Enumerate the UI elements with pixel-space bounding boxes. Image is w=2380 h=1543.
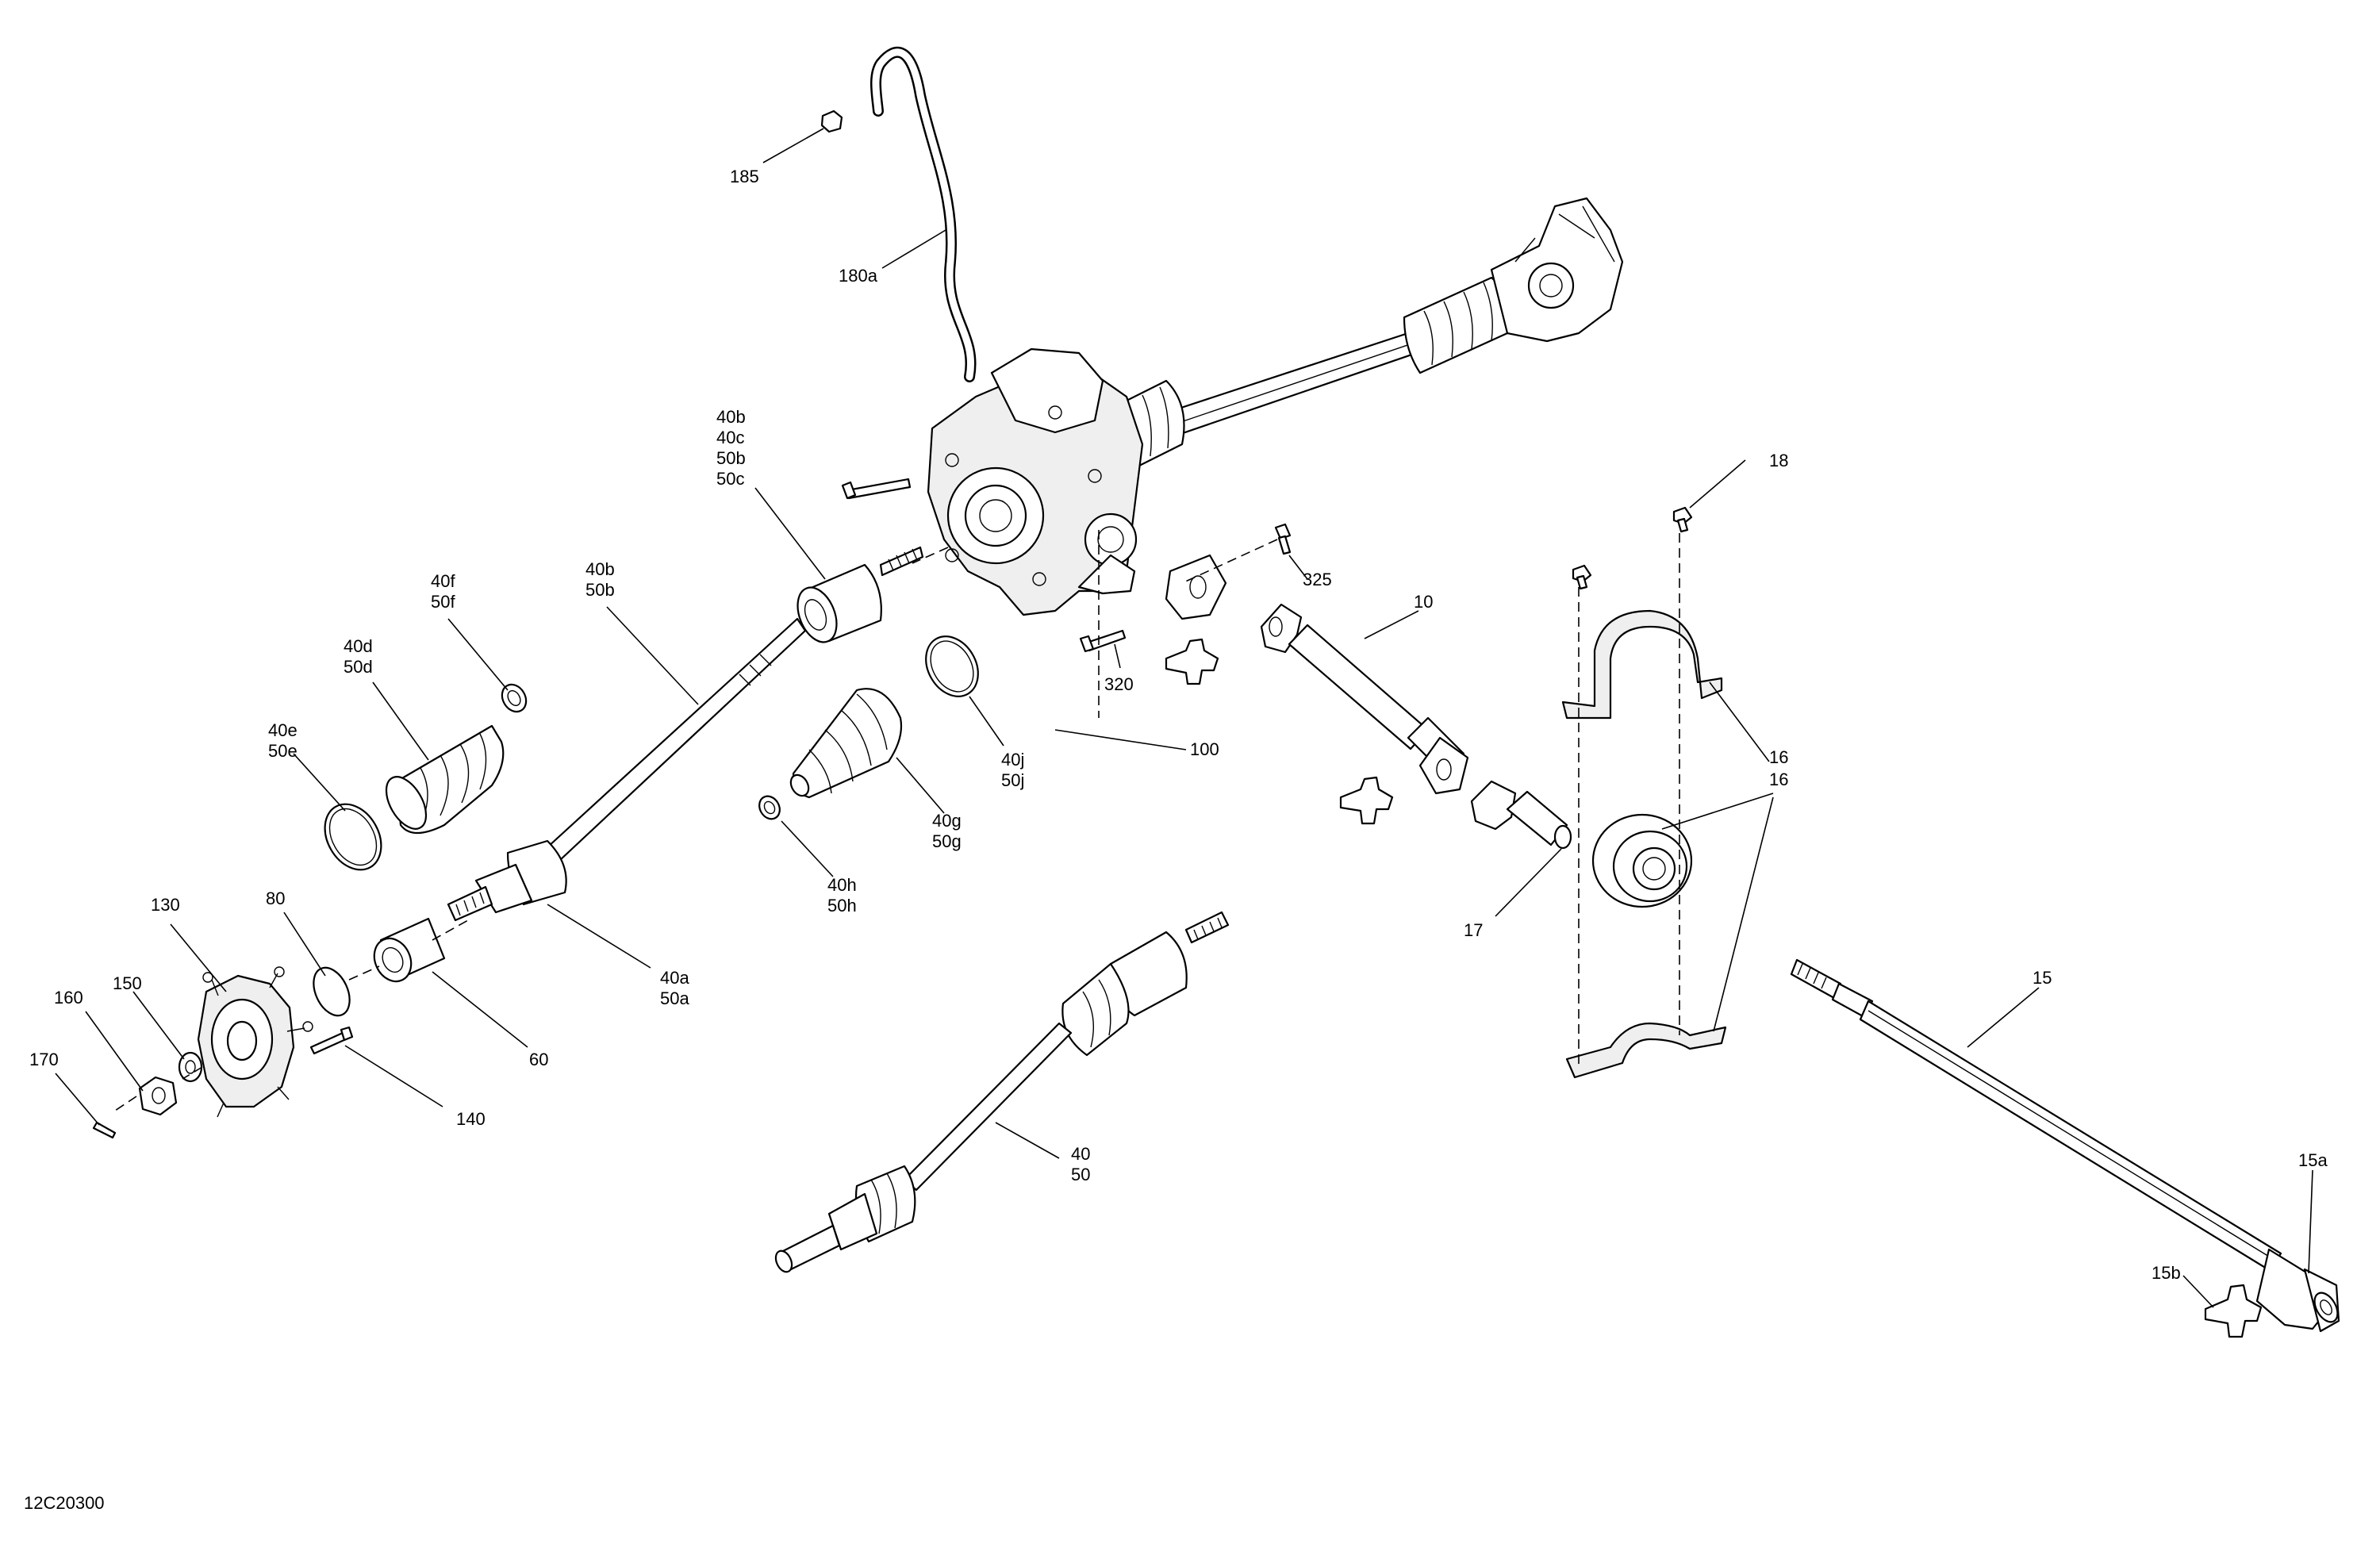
part-40-complete-axle	[774, 911, 1230, 1273]
part-15b-u-joint-cross	[2204, 1284, 2263, 1338]
diagram-code: 12C20300	[24, 1493, 105, 1513]
part-140-stud	[309, 1026, 354, 1055]
leader-lines	[55, 128, 2313, 1308]
callout-60: 60	[529, 1050, 548, 1069]
callout-17: 17	[1464, 920, 1483, 940]
part-upper-drive-shaft	[1101, 197, 1624, 478]
part-u-joint-cross	[1165, 638, 1219, 685]
callout-325: 325	[1303, 570, 1332, 589]
part-40h-clamp	[758, 795, 781, 820]
callout-320: 320	[1104, 674, 1134, 694]
callout-150: 150	[113, 973, 142, 993]
part-differential	[927, 347, 1144, 616]
callout-15b: 15b	[2152, 1263, 2181, 1283]
part-u-joint-cross-lower	[1339, 776, 1394, 825]
callout-40f-50f: 40f 50f	[431, 571, 460, 612]
callout-140: 140	[456, 1109, 486, 1129]
callout-40d-50d: 40d 50d	[344, 636, 378, 677]
callout-185: 185	[730, 167, 759, 186]
callout-80: 80	[266, 889, 285, 908]
part-40g-boot	[789, 688, 903, 799]
part-diff-bolt	[841, 478, 912, 500]
callout-10: 10	[1414, 592, 1433, 612]
alignment-lines	[114, 530, 1680, 1111]
part-325-bolt	[1274, 523, 1292, 555]
callout-18: 18	[1769, 451, 1788, 470]
callout-40a-50a: 40a 50a	[660, 968, 694, 1008]
callout-40g-50g: 40g 50g	[932, 811, 966, 851]
callout-16-upper: 16	[1769, 747, 1788, 767]
part-axle-shaft	[546, 617, 807, 862]
part-130-wheel-hub	[197, 966, 313, 1118]
callout-160: 160	[54, 988, 83, 1008]
part-17-slip-yoke	[1470, 780, 1572, 850]
part-40e-ring	[324, 803, 382, 871]
part-40d-boot	[385, 724, 505, 834]
part-16-bearing-carrier	[1561, 506, 1727, 1079]
callout-130: 130	[151, 895, 180, 915]
callout-40-50: 40 50	[1071, 1144, 1096, 1184]
part-output-yoke	[1165, 554, 1227, 620]
callout-15a: 15a	[2298, 1150, 2328, 1170]
callout-170: 170	[29, 1050, 59, 1069]
part-80-retaining-ring	[313, 966, 351, 1017]
part-180a-vent-hose	[870, 46, 977, 382]
part-outer-cv-joint	[447, 839, 567, 922]
callout-40e-50e: 40e 50e	[268, 720, 302, 761]
part-40j-ring	[925, 635, 979, 697]
callout-16-lower: 16	[1769, 770, 1788, 789]
part-185-clip	[820, 109, 843, 133]
callout-40h-50h: 40h 50h	[827, 875, 862, 915]
part-10-prop-shaft	[1260, 603, 1469, 795]
part-170-cotter-pin	[92, 1121, 117, 1139]
callout-40b-40c-50b-50c: 40b 40c 50b 50c	[716, 407, 750, 489]
part-15-drive-shaft	[1790, 958, 2340, 1333]
callout-100: 100	[1190, 739, 1219, 759]
part-inner-cv-joint	[797, 546, 924, 643]
callout-15: 15	[2033, 968, 2052, 988]
part-60-bearing	[373, 917, 446, 983]
callout-180a: 180a	[839, 266, 878, 286]
part-320-bolt	[1079, 629, 1127, 653]
part-40f-clamp	[501, 683, 528, 713]
callout-40b-50b: 40b 50b	[585, 559, 620, 600]
callout-40j-50j: 40j 50j	[1001, 750, 1029, 790]
part-160-nut	[138, 1076, 178, 1116]
